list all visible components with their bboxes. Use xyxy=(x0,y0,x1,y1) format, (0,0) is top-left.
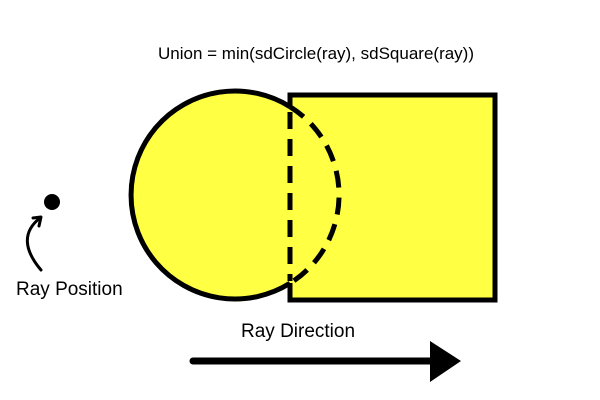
ray-position-pointer-arrowhead xyxy=(31,215,43,228)
ray-direction-arrowhead xyxy=(430,341,461,382)
ray-position-pointer-arrow xyxy=(25,216,43,272)
union-formula: Union = min(sdCircle(ray), sdSquare(ray)… xyxy=(158,44,475,63)
ray-position-dot xyxy=(44,194,60,210)
ray-position-label: Ray Position xyxy=(16,279,123,300)
circle-fill xyxy=(131,91,339,299)
circle-outline-dashed xyxy=(288,104,342,286)
ray-direction-label: Ray Direction xyxy=(241,321,356,342)
square-outline-solid xyxy=(290,92,498,303)
circle-outline-solid xyxy=(128,88,292,302)
